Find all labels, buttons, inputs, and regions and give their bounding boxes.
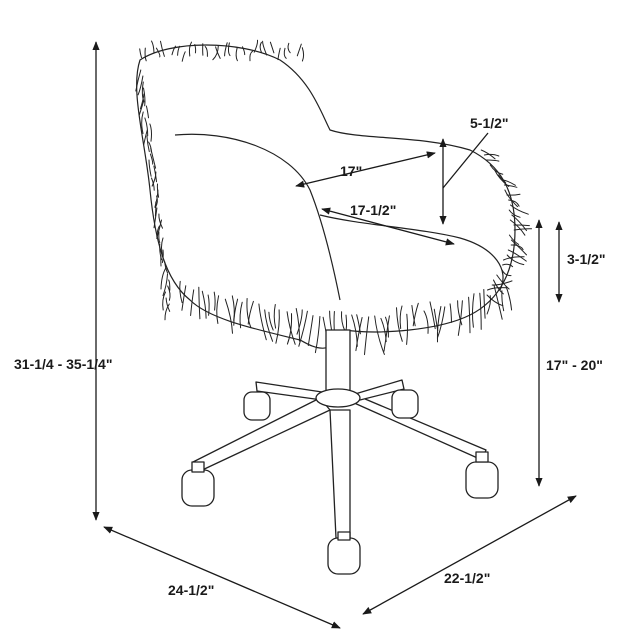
base-width-label: 24-1/2" [168,582,214,598]
armrest-height-leader [442,132,489,189]
dimension-labels: 31-1/4 - 35-1/4" 17" 17-1/2" 5-1/2" 3-1/… [14,115,606,598]
backrest-inner [174,133,341,301]
caster-back-left [243,391,271,421]
fur-texture [135,39,532,357]
caster-front-left [181,461,215,507]
base-depth-line [362,495,577,615]
overall-height-label: 31-1/4 - 35-1/4" [14,356,112,372]
seat-depth-line [321,207,455,246]
cushion-thickness-label: 3-1/2" [567,251,606,267]
backrest-outline [136,44,516,349]
gas-cylinder [325,329,351,396]
caster-front [327,531,361,575]
caster-back-right [391,389,419,419]
seat-width-line [295,151,436,188]
seat-depth-label: 17-1/2" [350,202,396,218]
caster-front-right [465,451,499,499]
base-leg-front [329,409,351,539]
base-depth-label: 22-1/2" [444,570,490,586]
seat-cushion [319,214,504,291]
base-width-line [103,526,341,629]
seat-height-label: 17" - 20" [546,357,603,373]
seat-width-label: 17" [340,163,362,179]
base-hub [315,388,361,408]
chair-illustration [135,39,532,575]
armrest-height-label: 5-1/2" [470,115,509,131]
base-leg-front-right [351,395,487,461]
dimension-lines [92,41,577,629]
